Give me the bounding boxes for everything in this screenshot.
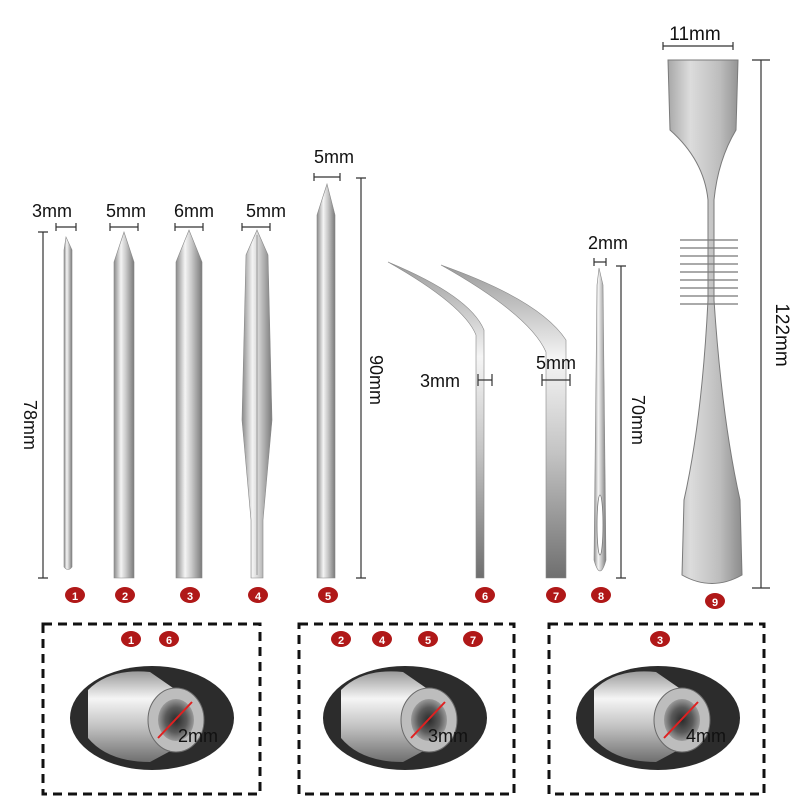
box-1-badge-6: 6 <box>159 631 179 647</box>
svg-text:2: 2 <box>122 591 128 603</box>
svg-text:2: 2 <box>338 635 344 647</box>
tool-5-needle <box>316 182 336 579</box>
tool-6-needle <box>387 261 485 579</box>
tool-4-needle <box>241 229 273 579</box>
tool-8-length-label: 70mm <box>628 395 648 445</box>
badge-7: 7 <box>546 587 566 603</box>
tool-6-width-label: 3mm <box>420 371 460 391</box>
thread-detail-box-3: 3 4mm <box>547 622 766 796</box>
badge-4: 4 <box>248 587 268 603</box>
thread-detail-box-2: 2 4 5 7 3mm <box>297 622 516 796</box>
svg-text:5: 5 <box>325 591 331 603</box>
tool-1-length-label: 78mm <box>20 400 40 450</box>
svg-text:9: 9 <box>712 597 718 609</box>
svg-text:4: 4 <box>255 591 262 603</box>
tool-number-badges: 1 2 3 4 5 6 7 8 9 <box>65 587 725 609</box>
tool-5-length-label: 90mm <box>366 355 386 405</box>
box-2-badge-4: 4 <box>372 631 392 647</box>
svg-text:7: 7 <box>553 591 559 603</box>
thread-detail-box-1: 1 6 2mm <box>41 622 262 796</box>
svg-text:6: 6 <box>166 635 172 647</box>
tool-2-width-label: 5mm <box>106 201 146 221</box>
badge-2: 2 <box>115 587 135 603</box>
tool-5-width-label: 5mm <box>314 147 354 167</box>
badge-9: 9 <box>705 593 725 609</box>
tool-7-width-label: 5mm <box>536 353 576 373</box>
svg-text:6: 6 <box>482 591 488 603</box>
tool-9-spatula <box>667 59 743 584</box>
width-dimension-markers <box>55 42 734 386</box>
grip-ridges <box>680 239 738 305</box>
badge-1: 1 <box>65 587 85 603</box>
badge-3: 3 <box>180 587 200 603</box>
tool-7-needle <box>440 264 567 579</box>
svg-text:1: 1 <box>128 635 134 647</box>
tool-8-needle <box>593 267 607 572</box>
threaded-end-closeup-3 <box>576 666 740 770</box>
svg-text:7: 7 <box>470 635 476 647</box>
svg-text:8: 8 <box>598 591 604 603</box>
tool-8-width-label: 2mm <box>588 233 628 253</box>
length-dimension-markers <box>38 59 770 589</box>
tool-4-width-label: 5mm <box>246 201 286 221</box>
tool-9-width-label: 11mm <box>669 24 720 45</box>
threaded-end-closeup-2 <box>323 666 487 770</box>
tool-9-length-label: 122mm <box>771 303 792 366</box>
tool-2-needle <box>113 231 135 579</box>
tool-1-needle <box>63 235 73 570</box>
tool-3-needle <box>175 229 203 579</box>
svg-text:3: 3 <box>657 635 663 647</box>
box-1-badge-1: 1 <box>121 631 141 647</box>
svg-text:3: 3 <box>187 591 193 603</box>
svg-text:4: 4 <box>379 635 386 647</box>
badge-5: 5 <box>318 587 338 603</box>
box-3-thread-label: 4mm <box>686 726 726 746</box>
svg-text:5: 5 <box>425 635 431 647</box>
box-3-badge-3: 3 <box>650 631 670 647</box>
threaded-end-closeup-1 <box>70 666 234 770</box>
tool-3-width-label: 6mm <box>174 201 214 221</box>
box-2-badge-2: 2 <box>331 631 351 647</box>
box-2-badge-5: 5 <box>418 631 438 647</box>
tool-1-width-label: 3mm <box>32 201 72 221</box>
box-2-badge-7: 7 <box>463 631 483 647</box>
box-1-thread-label: 2mm <box>178 726 218 746</box>
badge-8: 8 <box>591 587 611 603</box>
badge-6: 6 <box>475 587 495 603</box>
svg-text:1: 1 <box>72 591 78 603</box>
box-2-thread-label: 3mm <box>428 726 468 746</box>
